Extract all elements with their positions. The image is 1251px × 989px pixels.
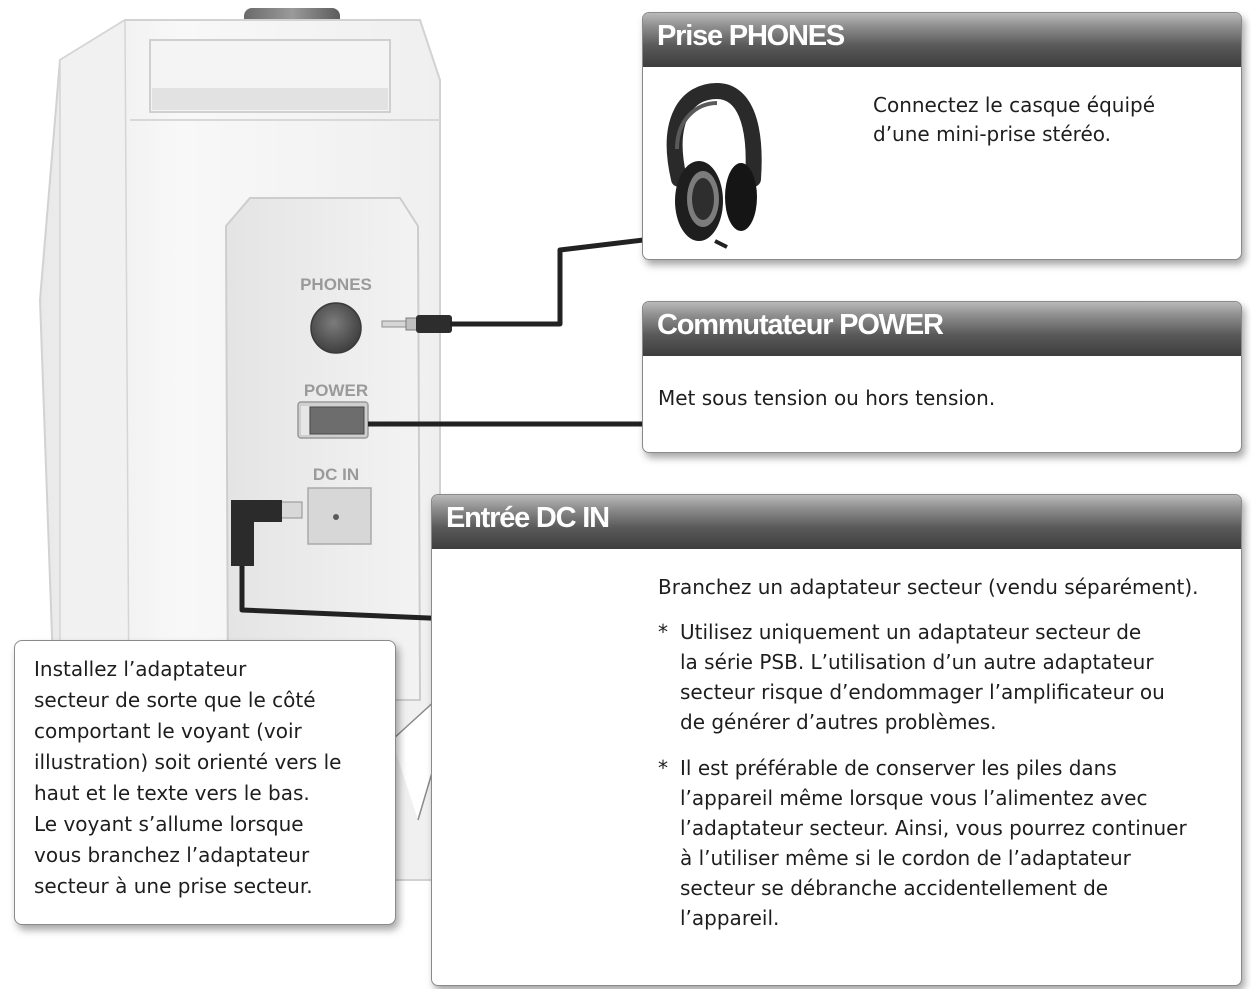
phones-panel-title: Prise PHONES	[643, 13, 1241, 67]
callout-line: secteur à une prise secteur.	[34, 874, 313, 898]
phones-text-line: Connectez le casque équipé	[873, 93, 1156, 117]
power-panel: Commutateur POWER Met sous tension ou ho…	[642, 301, 1242, 453]
note-line: Il est préférable de conserver les piles…	[680, 756, 1117, 780]
note-line: secteur se débranche accidentellement de	[680, 876, 1109, 900]
phones-panel-text: Connectez le casque équipé d’une mini-pr…	[873, 91, 1155, 149]
callout-line: Installez l’adaptateur	[34, 657, 247, 681]
callout-line: secteur de sorte que le côté	[34, 688, 316, 712]
dc-plug	[231, 500, 303, 566]
dcin-panel: Entrée DC IN Branchez un adaptateur sect…	[431, 494, 1242, 986]
callout-line: illustration) soit orienté vers le	[34, 750, 342, 774]
note-line: secteur risque d’endommager l’amplificat…	[680, 680, 1165, 704]
note-line: l’adaptateur secteur. Ainsi, vous pourre…	[680, 816, 1187, 840]
callout-line: comportant le voyant (voir	[34, 719, 302, 743]
note-line: de générer d’autres problèmes.	[680, 710, 997, 734]
dcin-note-1: * Utilisez uniquement un adaptateur sect…	[658, 617, 1165, 737]
adapter-callout: Installez l’adaptateur secteur de sorte …	[14, 640, 396, 925]
power-label: POWER	[304, 381, 368, 400]
dcin-intro: Branchez un adaptateur secteur (vendu sé…	[658, 575, 1199, 599]
callout-line: Le voyant s’allume lorsque	[34, 812, 304, 836]
note-line: Utilisez uniquement un adaptateur secteu…	[680, 620, 1142, 644]
note-star: *	[658, 756, 668, 780]
dcin-panel-title: Entrée DC IN	[432, 495, 1241, 549]
dcin-label: DC IN	[313, 465, 359, 484]
phones-jack[interactable]	[310, 302, 362, 354]
control-recess	[224, 197, 422, 701]
dcin-jack[interactable]	[307, 487, 372, 545]
phones-text-line: d’une mini-prise stéréo.	[873, 122, 1112, 146]
note-star: *	[658, 620, 668, 644]
note-line: la série PSB. L’utilisation d’un autre a…	[680, 650, 1154, 674]
phones-plug	[381, 315, 452, 333]
power-switch[interactable]	[297, 401, 369, 439]
phones-panel: Prise PHONES Connectez le casque équipé …	[642, 12, 1242, 260]
note-line: l’appareil même lorsque vous l’alimentez…	[680, 786, 1148, 810]
phones-label: PHONES	[300, 275, 372, 294]
callout-line: vous branchez l’adaptateur	[34, 843, 310, 867]
note-line: l’appareil.	[680, 906, 780, 930]
power-panel-title: Commutateur POWER	[643, 302, 1241, 356]
callout-line: haut et le texte vers le bas.	[34, 781, 310, 805]
power-panel-text: Met sous tension ou hors tension.	[658, 386, 996, 410]
note-line: à l’utiliser même si le cordon de l’adap…	[680, 846, 1131, 870]
dcin-note-2: * Il est préférable de conserver les pil…	[658, 753, 1187, 933]
headphones-icon	[666, 82, 762, 249]
